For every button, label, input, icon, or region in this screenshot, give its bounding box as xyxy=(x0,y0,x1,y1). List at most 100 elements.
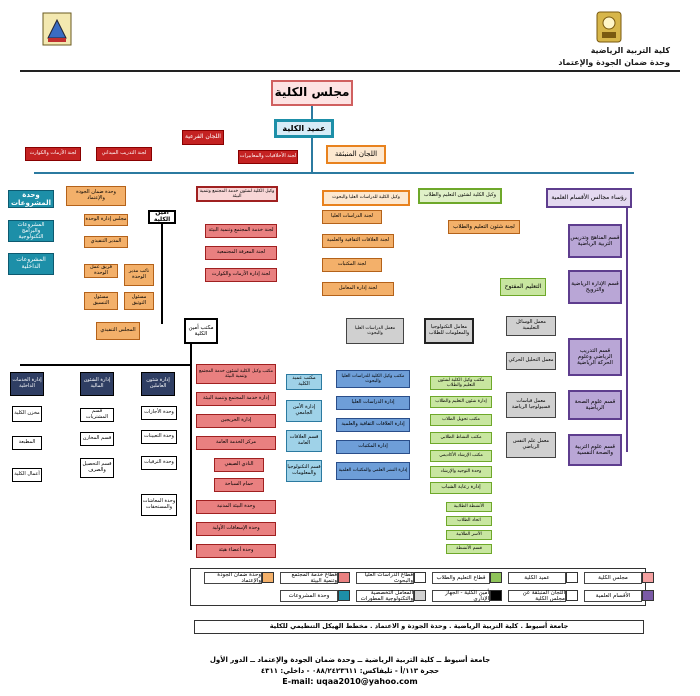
quality-board-box: مجلس إدارة الوحدة xyxy=(84,214,128,226)
legend-swatch xyxy=(642,590,654,601)
it-dept-box: قسم التكنولوجيا والمعلومات xyxy=(286,460,322,482)
legend-item: الأقسام العلمية xyxy=(584,590,642,602)
admin-b2: قسم المخازن xyxy=(80,432,114,446)
lab-motion: معمل التحليل الحركي xyxy=(506,352,556,370)
edu-admin-3: مكتب النشاط الطلابي xyxy=(430,432,492,444)
admin-a2: المطبعة xyxy=(12,436,42,450)
legend-swatch xyxy=(642,572,654,583)
grad-admin-1: إدارة الدراسات العليا xyxy=(336,396,410,410)
env-vice-box: وكيل الكلية لشئون خدمة المجتمع وتنمية ال… xyxy=(196,186,278,202)
admin-a1: مخزن الكلية xyxy=(12,406,42,422)
env-office-box: مكتب وكيل الكلية لشئون خدمة المجتمع وتنم… xyxy=(196,364,276,384)
admin-a3: أعمال الكلية xyxy=(12,468,42,482)
legend-caption: جامعة أسيوط . كلية التربية الرياضية . وح… xyxy=(194,620,644,634)
pr-box: قسم العلاقات العامة xyxy=(286,430,322,452)
lab-grad: معمل الدراسات العليا والبحوث xyxy=(346,318,404,344)
dept-health: قسم علوم الصحة الرياضية xyxy=(568,390,622,420)
projects-unit-box: وحدة المشروعات xyxy=(8,190,54,208)
dept-curricula: قسم المناهج وتدريس التربية الرياضية xyxy=(568,224,622,258)
admin-c4: وحدة المعاشات والمستحقات xyxy=(141,494,177,516)
header-unit: وحدة ضمان الجودة والإعتماد xyxy=(558,58,670,67)
legend-item: قطاع التعليم والطلاب xyxy=(432,572,490,584)
legend-swatch xyxy=(490,572,502,583)
legend-item: مجلس الكلية xyxy=(584,572,642,584)
legend-item: عميد الكلية xyxy=(508,572,566,584)
legend-frame xyxy=(190,568,646,606)
quality-doc-box: مسئول التوثيق xyxy=(124,292,154,310)
legend-swatch xyxy=(262,572,274,583)
edu-admin-10: قسم الأنشطة xyxy=(446,544,492,554)
edu-admin-1: إدارة شئون التعليم والطلاب xyxy=(430,396,492,408)
admin-b3: قسم التحصيل والصرف xyxy=(80,458,114,478)
env-admin-6: وحدة البيئة المدنية xyxy=(196,500,276,514)
header-college: كلية التربية الرياضية xyxy=(590,46,670,55)
env-committee-2: لجنة المعرفة المجتمعية xyxy=(205,246,277,260)
quality-coord-box: مسئول التنسيق xyxy=(84,292,118,310)
internal-projects-box: المشروعات الداخلية xyxy=(8,253,54,275)
legend-item: المعامل التخصصية والتكنولوجية المطورات xyxy=(356,590,414,602)
legend-item: اللجان المنبثقة عن مجلس الكلية xyxy=(508,590,566,602)
legend-swatch xyxy=(566,572,578,583)
edu-admin-4: مكتب الإرشاد الأكاديمي xyxy=(430,450,492,462)
dept-psychology: قسم علوم التربية والصحة النفسية xyxy=(568,434,622,466)
security-box: إدارة الأمن الجامعي xyxy=(286,400,322,422)
env-admin-8: وحدة أعضاء هيئة xyxy=(196,544,276,558)
quality-exec-council-box: المجلس التنفيذي xyxy=(96,322,140,340)
quality-center-box: وحدة ضمان الجودة والإعتماد xyxy=(66,186,126,206)
env-admin-4: النادي الصيفي xyxy=(214,458,264,472)
edu-admin-9: الأسر الطلابية xyxy=(446,530,492,540)
open-education-box: التعليم المفتوح xyxy=(500,278,546,296)
env-committee-3: لجنة إدارة الأزمات والكوارث xyxy=(205,268,277,282)
secretary-office-box: مكتب أمين الكلية xyxy=(184,318,218,344)
projects-tech-box: المشروعات والبرامج التكنولوجية xyxy=(8,220,54,242)
admin-c2: وحدة التعيينات xyxy=(141,430,177,444)
header-divider xyxy=(20,70,680,72)
legend-item: قطاع الدراسات العليا والبحوث xyxy=(356,572,414,584)
lab-psychology: معمل علم النفس الرياضي xyxy=(506,432,556,458)
legend-swatch xyxy=(414,572,426,583)
edu-committee-1: لجنة شئون التعليم والطلاب xyxy=(448,220,520,234)
ethics-committee-box: لجنة الأخلاقيات والمعاييرات xyxy=(238,150,298,164)
quality-team-box: فريق عمل الوحدة xyxy=(84,264,118,278)
department-heads-box: رؤساء مجالس الأقسام العلمية xyxy=(546,188,632,208)
env-committee-1: لجنة خدمة المجتمع وتنمية البيئة xyxy=(205,224,277,238)
grad-committee-3: لجنة المكتبات xyxy=(322,258,382,272)
legend-swatch xyxy=(338,590,350,601)
edu-office-box: مكتب وكيل الكلية لشئون التعليم والطلاب xyxy=(430,376,492,390)
quality-exec-box: المدير التنفيذي xyxy=(84,236,128,248)
edu-admin-6: إدارة رعاية الشباب xyxy=(430,482,492,494)
grad-office-box: مكتب وكيل الكلية للدراسات العليا والبحوث xyxy=(336,370,410,388)
dean-box: عميد الكلية xyxy=(274,119,334,138)
dept-training: قسم التدريب الرياضي وعلوم الحركة الرياضي… xyxy=(568,338,622,376)
admin-finance-box: إدارة الشئون المالية xyxy=(80,372,114,396)
lab-physiology: معمل قياسات فسيولوجيا الرياضة xyxy=(506,392,556,418)
legend-swatch xyxy=(566,590,578,601)
grad-admin-3: إدارة المكتبات xyxy=(336,440,410,454)
standing-committees-box: اللجان المنبثقة xyxy=(326,145,386,164)
university-logo xyxy=(594,10,624,46)
legend-swatch xyxy=(490,590,502,601)
edu-admin-7: الأنشطة الطلابية xyxy=(446,502,492,512)
lab-it: معامل التكنولوجيا والمعلومات للطلاب xyxy=(424,318,474,344)
admin-c3: وحدة الترقيات xyxy=(141,456,177,470)
edu-admin-5: وحدة التوجيه والإرشاد xyxy=(430,466,492,478)
college-council-box: مجلس الكلية xyxy=(271,80,353,106)
legend-item: وحدة المشروعات xyxy=(280,590,338,602)
college-logo xyxy=(42,12,72,46)
legend-swatch xyxy=(414,590,426,601)
env-admin-7: وحدة الإسعافات الأولية xyxy=(196,522,276,536)
grad-admin-2: إدارة العلاقات الثقافية والعلمية xyxy=(336,418,410,432)
grad-admin-4: إدارة النشر العلمي والمكتبات العلمية xyxy=(336,462,410,480)
edu-vice-box: وكيل الكلية لشئون التعليم والطلاب xyxy=(418,188,502,204)
footer-line-2: حجرة ١١٣/أ - تليفاكس: ٠٨٨/٢٤٢٣٦١١ - داخل… xyxy=(260,667,440,675)
grad-vice-box: وكيل الكلية للدراسات العليا والبحوث xyxy=(322,190,410,206)
admin-b1: قسم المشتريات xyxy=(80,408,114,422)
admin-c1: وحدة الأجازات xyxy=(141,406,177,420)
env-admin-5: حمام السباحة xyxy=(214,478,264,492)
secretary-box: أمين الكلية xyxy=(148,210,176,224)
admin-personnel-box: إدارة شئون العاملين xyxy=(141,372,175,396)
legend-swatch xyxy=(338,572,350,583)
env-admin-1: إدارة خدمة المجتمع وتنمية البيئة xyxy=(196,392,276,406)
legend-item: قطاع خدمة المجتمع وتنمية البيئة xyxy=(280,572,338,584)
grad-committee-1: لجنة الدراسات العليا xyxy=(322,210,382,224)
